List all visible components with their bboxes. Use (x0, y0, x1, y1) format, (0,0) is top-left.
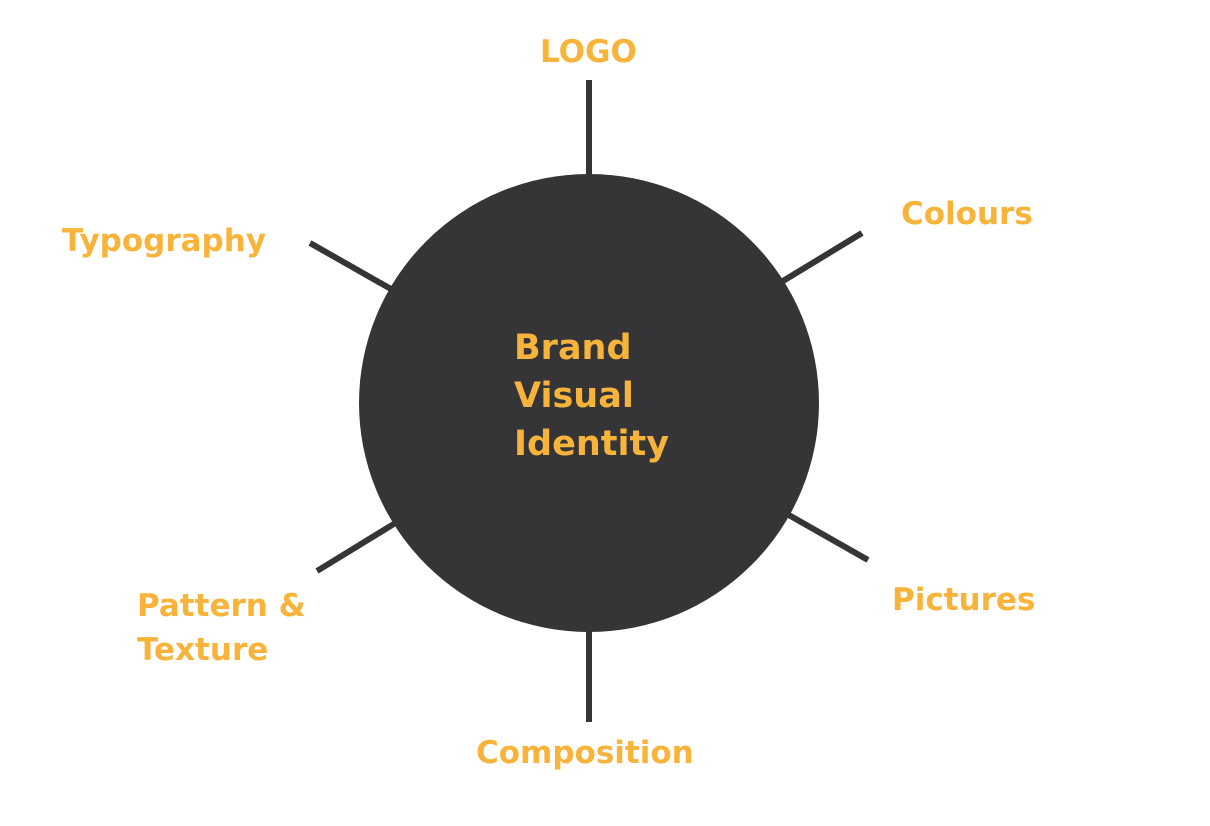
node-label-typography: Typography (62, 223, 267, 259)
node-label-texture-line: Texture (137, 632, 269, 668)
node-label-pattern-texture: Pattern & Texture (137, 584, 306, 672)
node-label-logo: LOGO (540, 34, 637, 70)
node-label-colours: Colours (901, 196, 1033, 232)
center-title-line-1: Brand (514, 328, 632, 368)
spoke-colours (781, 230, 864, 284)
center-title-line-2: Visual (514, 376, 634, 416)
center-hub (359, 174, 819, 632)
node-label-pattern-line: Pattern & (137, 588, 306, 624)
spoke-typography (308, 240, 393, 292)
center-title-line-3: Identity (514, 424, 670, 464)
spoke-pattern-texture (315, 519, 399, 574)
node-label-composition: Composition (476, 735, 694, 771)
center-title: Brand Visual Identity (514, 324, 669, 468)
spoke-pictures (785, 511, 870, 563)
node-label-pictures: Pictures (892, 582, 1036, 618)
